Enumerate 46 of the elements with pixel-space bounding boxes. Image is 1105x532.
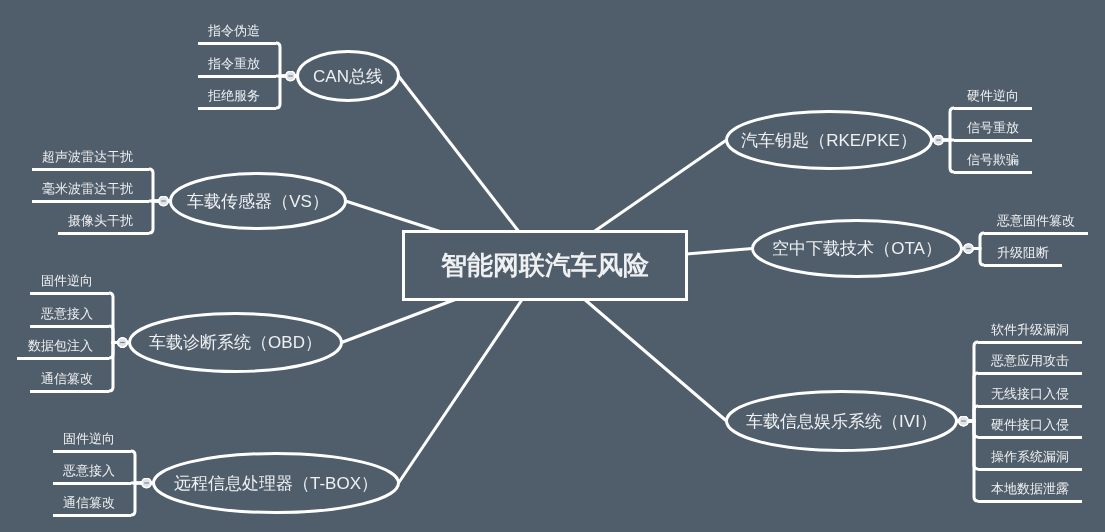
underlined-label: 数据包注入 — [17, 337, 109, 360]
underlined-label: 信号欺骗 — [954, 151, 1032, 174]
bracket-connector — [130, 477, 154, 517]
topic-ellipse: 空中下载技术（OTA） — [751, 219, 963, 278]
bracket-connector — [956, 415, 979, 503]
bracket-connector — [275, 70, 298, 110]
underlined-label: 固件逆向 — [53, 430, 131, 453]
underlined-label: 硬件逆向 — [954, 87, 1032, 110]
topic-ellipse: 汽车钥匙（RKE/PKE） — [725, 110, 933, 170]
topic-ellipse: 车载传感器（VS） — [169, 172, 347, 230]
underlined-label: 拒绝服务 — [198, 87, 276, 110]
connector-line — [340, 298, 456, 344]
underlined-label: 恶意接入 — [53, 462, 131, 485]
connector-line — [686, 247, 753, 256]
underlined-label: 软件升级漏洞 — [978, 321, 1082, 344]
underlined-label: 指令重放 — [198, 55, 276, 78]
connector-line — [397, 298, 524, 484]
underlined-label: 恶意固件篡改 — [984, 212, 1088, 235]
underlined-label: 无线接口入侵 — [978, 385, 1082, 408]
connector-line — [593, 138, 728, 233]
connector-line — [583, 298, 728, 423]
underlined-label: 毫米波雷达干扰 — [32, 180, 149, 203]
underlined-label: 固件逆向 — [30, 272, 109, 295]
underlined-label: 摄像头干扰 — [58, 212, 149, 235]
bracket-connector — [108, 337, 130, 393]
underlined-label: 操作系统漏洞 — [978, 448, 1082, 471]
underlined-label: 超声波雷达干扰 — [32, 148, 149, 171]
central-topic-box: 智能网联汽车风险 — [402, 230, 688, 301]
topic-ellipse: CAN总线 — [296, 50, 400, 102]
underlined-label: 通信篡改 — [53, 494, 131, 517]
underlined-label: 硬件接口入侵 — [978, 416, 1082, 439]
bracket-connector — [961, 243, 985, 267]
underlined-label: 通信篡改 — [30, 370, 109, 393]
underlined-label: 恶意接入 — [30, 305, 109, 328]
topic-ellipse: 车载信息娱乐系统（IVI） — [725, 390, 958, 452]
topic-ellipse: 车载诊断系统（OBD） — [128, 312, 343, 373]
underlined-label: 本地数据泄露 — [978, 480, 1082, 503]
bracket-connector — [931, 134, 955, 174]
topic-ellipse: 远程信息处理器（T-BOX） — [152, 452, 400, 514]
connector-line — [397, 75, 520, 233]
bracket-connector — [148, 195, 171, 235]
underlined-label: 信号重放 — [954, 119, 1032, 142]
underlined-label: 指令伪造 — [198, 22, 276, 45]
connector-line — [345, 199, 441, 233]
underlined-label: 恶意应用攻击 — [978, 352, 1082, 375]
underlined-label: 升级阻断 — [984, 244, 1062, 267]
